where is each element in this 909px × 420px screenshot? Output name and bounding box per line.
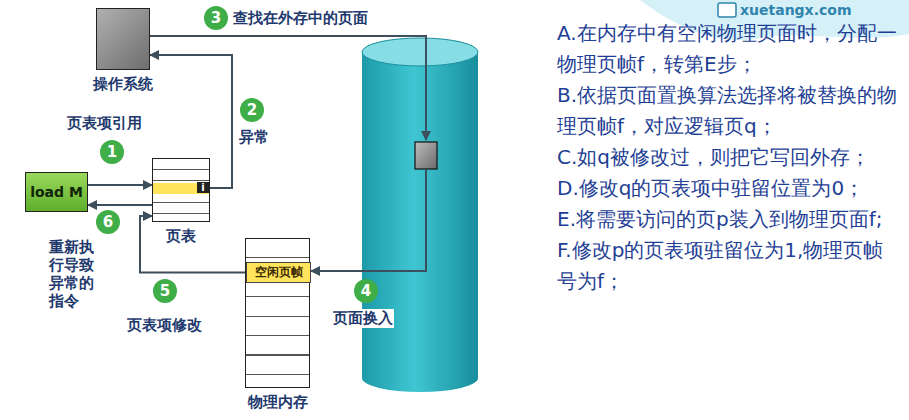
- edge-label: 重新执行导致异常的指令: [48, 238, 96, 310]
- disk-cylinder: [362, 38, 478, 392]
- valid-bit: i: [197, 182, 209, 193]
- step-list: A.在内存中有空闲物理页面时，分配一物理页帧f，转第E步；B.依据页面置换算法选…: [557, 18, 903, 297]
- step-text: E.将需要访问的页p装入到物理页面f;: [557, 204, 903, 235]
- step-text: B.依据页面置换算法选择将被替换的物理页帧f，对应逻辑页q；: [557, 80, 903, 142]
- step-text: F.修改p的页表项驻留位为1,物理页帧号为f；: [557, 235, 903, 297]
- node-caption: 物理内存: [248, 393, 308, 412]
- watermark: xuetangx.com: [740, 2, 851, 18]
- node-caption: 页表: [166, 227, 196, 246]
- node-caption: 操作系统: [93, 75, 153, 94]
- step-text: C.如q被修改过，则把它写回外存；: [557, 142, 903, 173]
- node-label: load M: [30, 184, 83, 200]
- lookup-arrow: [150, 36, 426, 140]
- swap-in-arrow: [311, 170, 426, 271]
- physical-memory: 物理内存空闲页帧: [245, 238, 310, 388]
- callout-number: 4: [354, 279, 378, 303]
- flow-arrow: [88, 184, 152, 186]
- callout-number: 1: [100, 140, 124, 164]
- callout-number: 5: [153, 279, 177, 303]
- callout-number: 2: [240, 98, 264, 122]
- node-label: 空闲页帧: [255, 264, 303, 281]
- flow-arrow: [140, 216, 246, 273]
- edge-label: 页表项修改: [126, 316, 203, 335]
- watermark-icon: [718, 3, 736, 17]
- edge-label: 页表项引用: [66, 114, 143, 133]
- disk-page: [415, 142, 437, 169]
- step-label: 页面换入: [332, 309, 394, 328]
- callout-number: 6: [96, 210, 120, 234]
- step-text: A.在内存中有空闲物理页面时，分配一物理页帧f，转第E步；: [557, 18, 903, 80]
- callout-number: 3: [204, 6, 228, 30]
- step-text: D.修改q的页表项中驻留位置为0；: [557, 173, 903, 204]
- os-box: 操作系统: [96, 8, 150, 70]
- instruction-box: load M: [25, 172, 88, 212]
- step-label: 查找在外存中的页面: [232, 9, 369, 28]
- free-frame: 空闲页帧: [246, 262, 311, 283]
- edge-label: 异常: [238, 128, 270, 147]
- flow-arrow: [88, 204, 152, 206]
